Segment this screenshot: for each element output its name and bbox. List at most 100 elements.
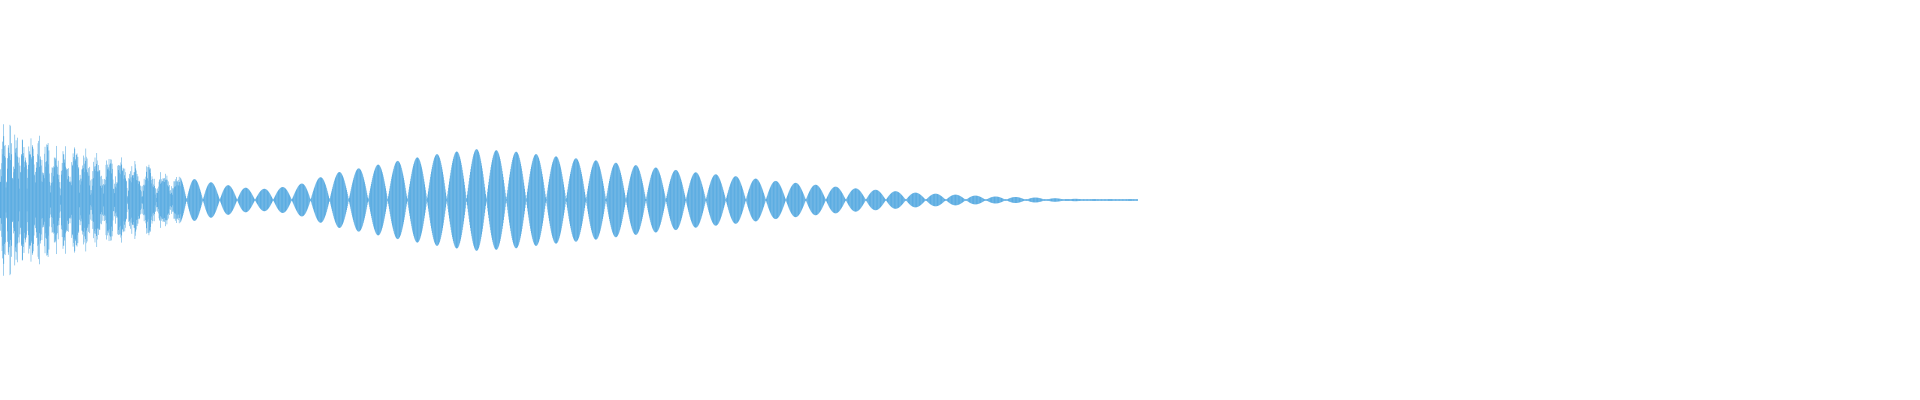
waveform-sample-bar	[78, 167, 80, 233]
waveform-sample-bar	[402, 173, 404, 227]
waveform-sample-bar	[972, 196, 973, 204]
waveform-sample-bar	[210, 182, 211, 218]
waveform-sample-bar	[89, 166, 91, 234]
waveform-sample-bar	[67, 179, 69, 221]
waveform-sample-bar	[642, 185, 644, 215]
waveform-sample-bar	[302, 184, 304, 216]
waveform-sample-bar	[142, 184, 144, 216]
waveform-sample-bar	[783, 194, 785, 206]
waveform-sample-bar	[988, 198, 990, 202]
waveform-sample-bar	[716, 174, 718, 226]
waveform-sample-bar	[926, 198, 928, 202]
waveform-sample-bar	[727, 191, 729, 209]
waveform-sample-bar	[712, 176, 714, 224]
waveform-sample-bar	[61, 162, 63, 238]
waveform-sample-bar	[925, 199, 926, 201]
waveform-sample-bar	[1053, 198, 1055, 202]
waveform-sample-bar	[426, 199, 428, 201]
waveform-sample-bar	[237, 198, 239, 202]
waveform-sample-bar	[951, 195, 953, 205]
waveform-sample-bar	[57, 160, 59, 240]
waveform-sample-bar	[1053, 198, 1054, 202]
waveform-sample-bar	[763, 193, 764, 207]
waveform-sample-bar	[1135, 199, 1136, 201]
waveform-sample-bar	[708, 188, 710, 212]
waveform-sample-bar	[724, 196, 726, 204]
waveform-sample-bar	[943, 197, 944, 203]
waveform-sample-bar	[556, 157, 558, 243]
waveform-sample-bar	[199, 188, 201, 212]
waveform-sample-bar	[384, 181, 385, 219]
waveform-sample-bar	[673, 171, 675, 229]
waveform-sample-bar	[969, 197, 970, 203]
waveform-sample-bar	[134, 172, 135, 228]
waveform-sample-bar	[899, 192, 900, 208]
waveform-sample-bar	[707, 193, 708, 207]
waveform-sample-bar	[2, 141, 3, 259]
waveform-sample-bar	[693, 174, 694, 226]
waveform-sample-bar	[206, 188, 207, 212]
waveform-sample-bar	[684, 194, 686, 206]
waveform-sample-bar	[904, 198, 906, 202]
waveform-sample-bar	[229, 186, 231, 214]
waveform-tail-speck	[1065, 199, 1069, 201]
waveform-sample-bar	[858, 189, 859, 211]
waveform-sample-bar	[258, 193, 259, 207]
waveform-sample-bar	[995, 196, 997, 204]
waveform-sample-bar	[996, 196, 997, 204]
waveform-sample-bar	[1115, 199, 1116, 201]
waveform-sample-bar	[481, 165, 483, 235]
waveform-sample-bar	[771, 184, 773, 216]
waveform-sample-bar	[994, 196, 996, 204]
waveform-sample-bar	[307, 191, 308, 209]
waveform-sample-bar	[301, 183, 302, 217]
waveform-sample-bar	[1083, 199, 1085, 201]
waveform-sample-bar	[574, 158, 576, 242]
waveform-sample-bar	[224, 188, 225, 212]
waveform-sample-bar	[216, 191, 218, 209]
waveform-sample-bar	[154, 194, 156, 206]
waveform-sample-bar	[877, 190, 878, 210]
waveform-sample-bar	[813, 185, 815, 215]
waveform-sample-bar	[452, 162, 453, 238]
waveform-sample-bar	[405, 187, 406, 213]
waveform-sample-bar	[1020, 197, 1021, 203]
waveform-sample-bar	[627, 187, 629, 213]
waveform-sample-bar	[80, 178, 82, 222]
waveform-sample-bar	[684, 192, 685, 208]
waveform-sample-bar	[457, 152, 459, 248]
waveform-sample-bar	[519, 159, 521, 241]
waveform-sample-bar	[199, 190, 201, 210]
waveform-sample-bar	[86, 169, 87, 231]
waveform-sample-bar	[388, 191, 390, 209]
waveform-sample-bar	[308, 193, 309, 207]
waveform-sample-bar	[393, 167, 395, 233]
waveform-sample-bar	[268, 192, 270, 208]
waveform-sample-bar	[450, 172, 451, 228]
waveform-sample-bar	[901, 194, 902, 206]
waveform-sample-bar	[26, 188, 28, 212]
waveform-sample-bar	[50, 192, 52, 208]
waveform-sample-bar	[122, 167, 124, 233]
waveform-sample-bar	[231, 189, 233, 211]
waveform-sample-bar	[570, 169, 572, 231]
waveform-sample-bar	[710, 181, 712, 219]
waveform-sample-bar	[538, 159, 540, 241]
waveform-sample-bar	[1121, 199, 1122, 201]
waveform-sample-bar	[180, 178, 182, 222]
waveform-sample-bar	[233, 192, 235, 208]
waveform-sample-bar	[24, 167, 26, 233]
waveform-sample-bar	[383, 177, 384, 223]
waveform-sample-bar	[341, 174, 343, 226]
waveform-sample-bar	[415, 159, 416, 241]
waveform-sample-bar	[225, 186, 226, 214]
waveform-sample-bar	[562, 179, 564, 221]
waveform-sample-bar	[1125, 199, 1127, 201]
waveform-sample-bar	[955, 194, 957, 206]
waveform-sample-bar	[313, 189, 315, 211]
waveform-sample-bar	[758, 181, 760, 219]
waveform-sample-bar	[68, 181, 70, 219]
waveform-sample-bar	[661, 179, 662, 221]
